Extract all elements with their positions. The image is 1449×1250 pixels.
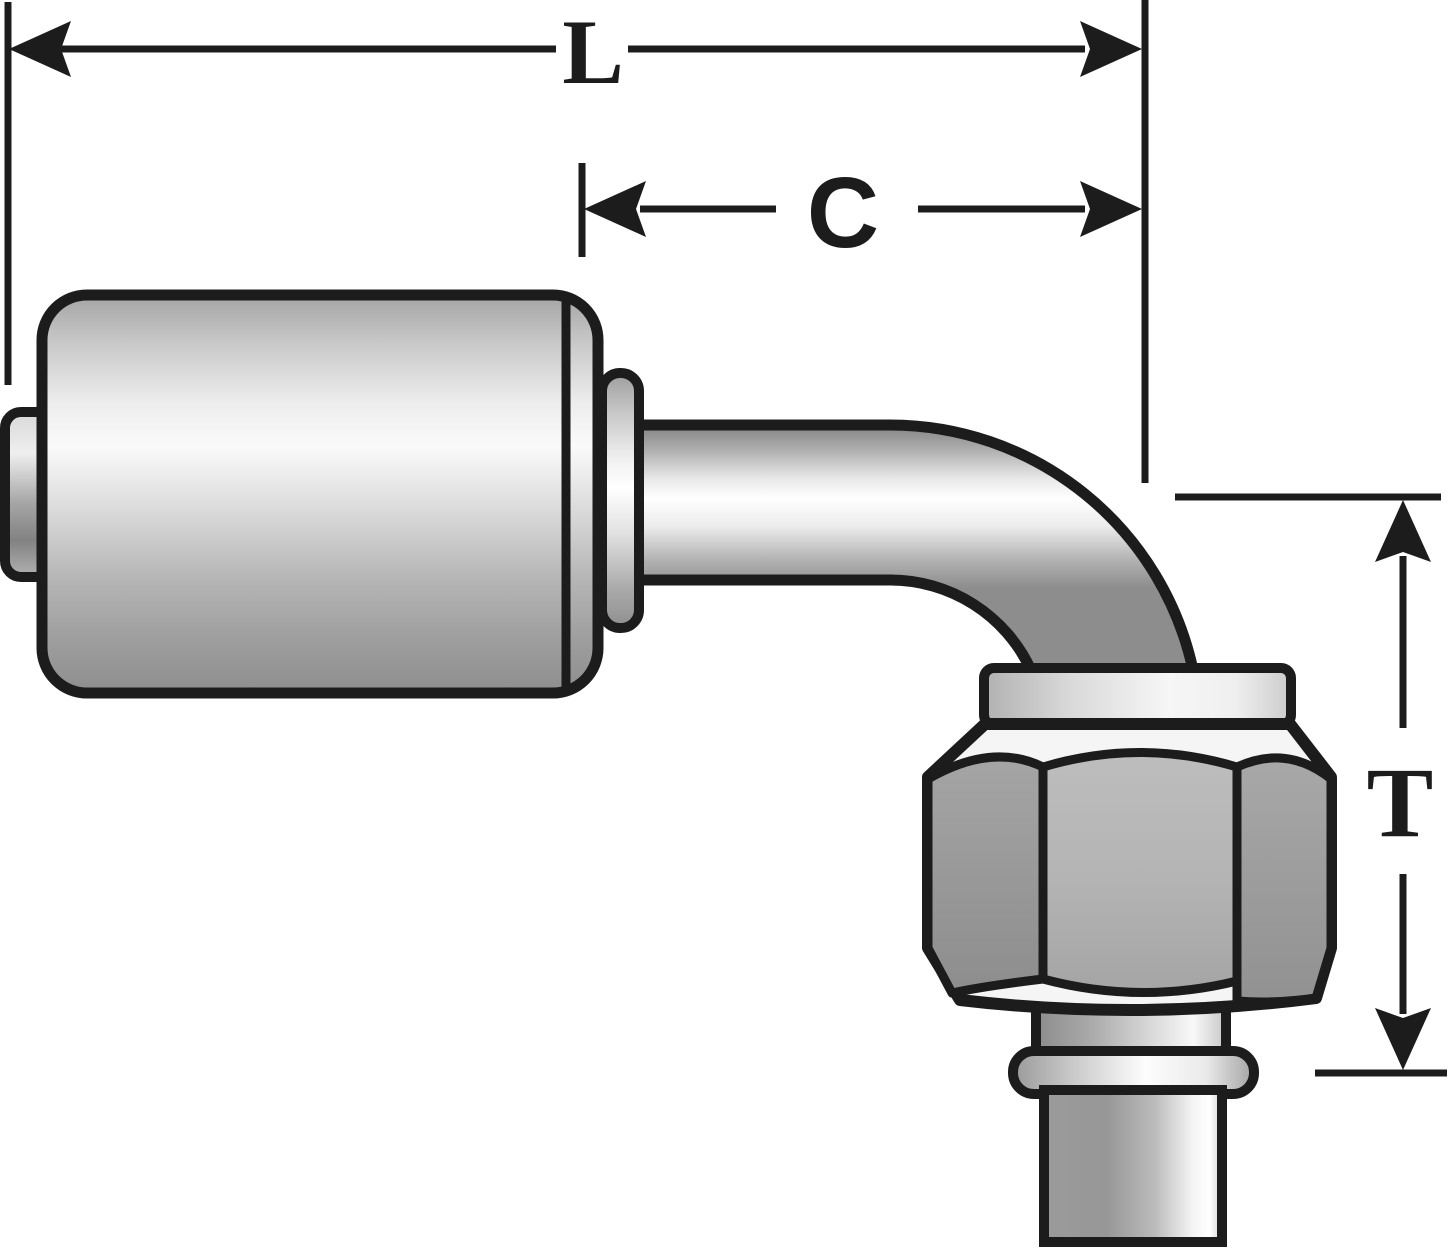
hex-face-left	[923, 752, 1048, 998]
hex-nut	[922, 718, 1337, 1017]
nut-washer	[979, 663, 1296, 730]
dim-L-label: L	[562, 1, 623, 103]
dim-T-label: T	[1367, 747, 1434, 858]
dimension-L: L	[4, 0, 1149, 483]
fitting-illustration	[0, 289, 1337, 1247]
dimension-C: C	[578, 157, 1142, 269]
collar-bead	[597, 368, 644, 633]
dim-C-label: C	[807, 157, 879, 269]
dim-T-arrow-down-icon	[1375, 1008, 1431, 1070]
dim-L-arrow-right-icon	[1080, 21, 1142, 77]
dim-C-arrow-left-icon	[584, 181, 646, 237]
dimension-T: T	[1175, 493, 1447, 1077]
hex-face-right	[1232, 753, 1336, 1007]
elbow-tube	[614, 419, 1199, 711]
dim-C-arrow-right-icon	[1080, 181, 1142, 237]
crimp-ferrule	[36, 289, 604, 699]
dim-T-arrow-up-icon	[1375, 500, 1431, 562]
hex-face-middle	[1038, 748, 1242, 998]
dim-L-arrow-left-icon	[9, 21, 71, 77]
stem-lower	[1039, 1085, 1227, 1247]
